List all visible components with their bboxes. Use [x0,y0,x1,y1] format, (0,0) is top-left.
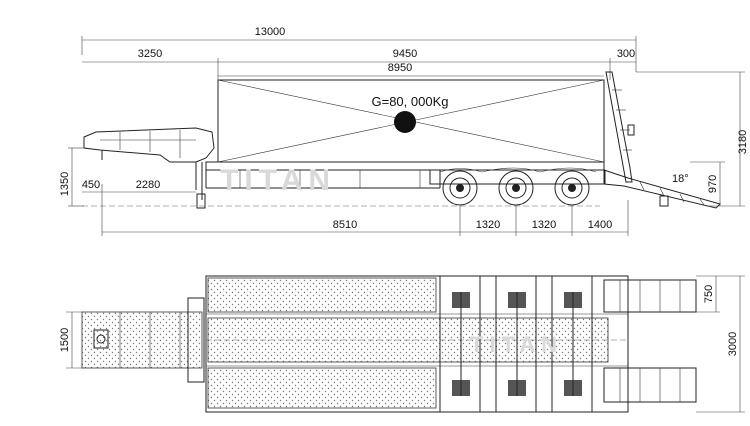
watermark-text-top: TITAN [470,332,563,357]
gooseneck-top [81,297,205,383]
cargo-length-label: 8950 [388,62,412,74]
side-view: 13000 3250 9450 300 8950 G=80, 000Kg [59,26,749,236]
cargo-box: G=80, 000Kg [217,79,605,163]
wheel-hub-top-1 [452,292,470,396]
wheel-3 [554,170,590,206]
king-pin-offset-label: 2280 [136,179,160,191]
wheel-hub-top-2 [508,292,526,396]
overall-height-label: 3180 [737,130,749,154]
lowbed-frame [205,161,606,189]
front-offset-label: 450 [82,179,100,191]
front-width-label: 1500 [59,328,71,352]
rear-ramps-top [603,279,697,403]
top-view: TITAN 1500 750 3000 [59,275,745,413]
ramp-width-label: 750 [703,285,715,303]
front-dimensions: 450 2280 [82,179,196,236]
rear-overhang-label: 1400 [588,219,612,231]
wheel-hub-top-3 [564,292,582,396]
gooseneck-height-label: 1350 [59,172,71,196]
front-width-dimension: 1500 [59,311,84,369]
watermark-text: TITAN [220,164,336,197]
axle-columns-top [439,275,593,413]
center-of-gravity-mark [394,111,416,133]
axle-position-label: 8510 [333,219,357,231]
overall-length-label: 13000 [255,26,286,38]
ramp-height-label: 970 [707,175,719,193]
wheel-1 [442,170,478,206]
wheel-set [439,167,597,206]
axle-spacing-1-label: 1320 [476,219,500,231]
deck-length-label: 9450 [393,48,417,60]
deck-top [205,275,629,413]
axle-dimensions: 8510 1320 1320 1400 [102,200,629,236]
ramp-angle-label: 18° [672,173,689,185]
landing-leg [196,193,206,209]
ramp-gap-label: 300 [617,48,635,60]
overall-width-label: 3000 [727,332,739,356]
axle-spacing-2-label: 1320 [532,219,556,231]
rear-ramp: 18° [603,71,721,209]
gooseneck-height-dimension: 1350 [59,147,84,207]
top-width-dimensions: 750 3000 [696,275,745,413]
height-dimensions: 3180 970 [636,71,749,207]
segment-dimensions: 3250 9450 300 8950 [82,48,636,80]
gooseneck [83,127,215,209]
load-label: G=80, 000Kg [372,94,449,109]
wheel-2 [498,170,534,206]
overall-length-dimension: 13000 [81,26,637,72]
gooseneck-length-label: 3250 [138,48,162,60]
